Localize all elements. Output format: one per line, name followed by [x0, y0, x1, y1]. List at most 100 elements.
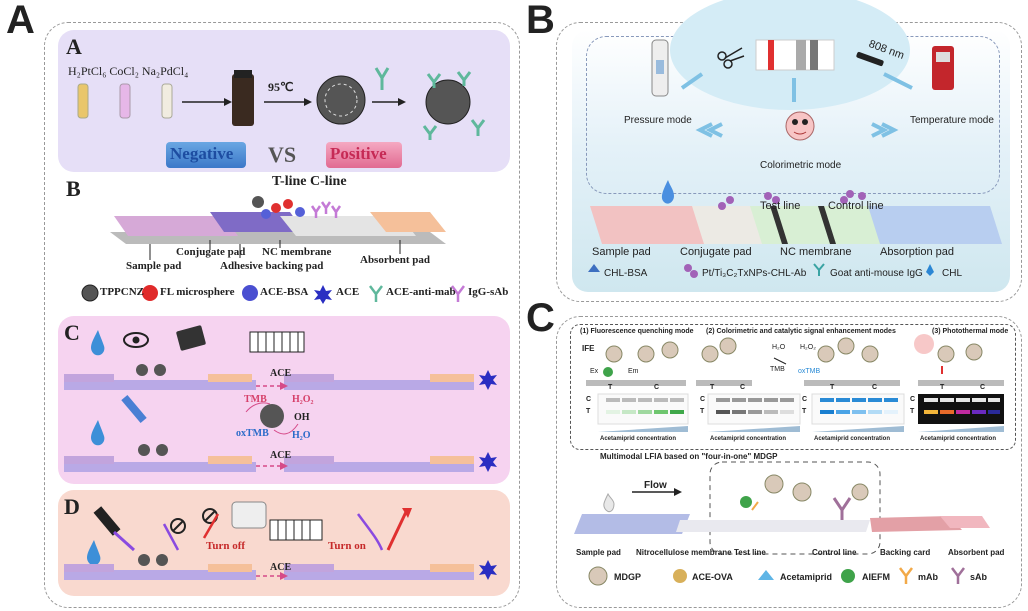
- t-label-1: T: [608, 384, 613, 391]
- absorbent-pad-label-c: Absorbent pad: [948, 548, 1005, 557]
- h2o2-label-c: H₂O₂: [800, 344, 816, 351]
- cartoon-face-icon: [785, 111, 815, 141]
- nc-membrane-label-b: NC membrane: [780, 246, 852, 258]
- vial-icon: [232, 70, 254, 126]
- h2o-label: H₂O: [292, 430, 311, 441]
- sub-d-scheme: [64, 501, 497, 580]
- droplet-icon-2: [91, 420, 105, 446]
- h2o-label-c: H₂O: [772, 344, 786, 351]
- strip-c-row-label-1: C: [586, 396, 592, 403]
- droplet-icon: [91, 330, 105, 356]
- reader-icon: [176, 325, 206, 351]
- acetamiprid-icon: [758, 570, 774, 580]
- droplet-icon-3: [87, 540, 101, 566]
- colorimetric-mode-label: Colorimetric mode: [760, 160, 842, 171]
- mab-icon: [899, 567, 913, 584]
- legend-c-ace-ova: ACE-OVA: [692, 572, 733, 582]
- conc-label-4: Acetamiprid concentration: [920, 436, 997, 442]
- t-label-4: T: [940, 384, 945, 391]
- sub-c-scheme: [64, 325, 497, 472]
- sub-a-letter: A: [66, 34, 82, 59]
- legend-c-sab: sAb: [970, 572, 988, 582]
- nitrocellulose-label: Nitrocellulose membrane: [636, 548, 732, 557]
- strip-t-row-label-2: T: [700, 408, 705, 415]
- t-label-3: T: [830, 384, 835, 391]
- strip-cassette-icon: [755, 39, 835, 71]
- tmb-label-c: TMB: [770, 366, 785, 373]
- fl-microsphere-icon: [142, 285, 158, 301]
- mode1-scheme: [586, 341, 686, 386]
- tppcnz-icon: [81, 284, 99, 302]
- legend-b-chl-bsa: CHL-BSA: [604, 268, 648, 279]
- grid-strip-icon: [249, 331, 305, 353]
- conjugate-pad-label: Conjugate pad: [176, 246, 246, 258]
- ace-icon: [314, 285, 332, 304]
- eye-icon: [123, 332, 149, 348]
- c-label-4: C: [980, 384, 986, 391]
- sub-c-letter: C: [64, 320, 80, 345]
- adhesive-backing-pad-label: Adhesive backing pad: [220, 260, 324, 272]
- mode1-label: (1) Fluorescence quenching mode: [580, 328, 694, 335]
- strip-t-row-label-4: T: [910, 408, 915, 415]
- ace-bsa-icon: [242, 285, 258, 301]
- conjugate-nanozyme-icon: [422, 71, 486, 140]
- panel-letter-c: C: [526, 296, 555, 340]
- control-line-label-b: Control line: [828, 200, 884, 212]
- sample-pad-label-c: Sample pad: [576, 548, 621, 557]
- strip-c-row-label-4: C: [910, 396, 916, 403]
- chl-bsa-icon: [588, 264, 600, 272]
- strip-c-row-label-2: C: [700, 396, 706, 403]
- temperature-mode-label: Temperature mode: [910, 115, 994, 126]
- oh-label: OH: [294, 412, 310, 423]
- conc-label-3: Acetamiprid concentration: [814, 436, 891, 442]
- pt-ti3c2-icon: [684, 264, 698, 278]
- control-line-label-c: Control line: [812, 548, 857, 557]
- panel-c-strip: [574, 461, 990, 586]
- panel-b-scheme: [588, 0, 1002, 278]
- fluorescence-reader-icon: [231, 501, 267, 529]
- backing-card-label: Backing card: [880, 548, 931, 557]
- panel-c-frame: [556, 316, 1022, 608]
- c-label-2: C: [740, 384, 746, 391]
- legend-a-fl: FL microsphere: [160, 286, 235, 298]
- pipette-icon: [121, 394, 147, 424]
- sab-icon: [951, 567, 965, 584]
- legend-b-pt: Pt/Ti₃C₂TxNPs-CHL-Ab: [702, 268, 807, 279]
- ace-arrow-label-3: ACE: [270, 562, 292, 573]
- conc-label-2: Acetamiprid concentration: [710, 436, 787, 442]
- strip-result-set-1: [597, 393, 689, 432]
- ace-arrow-label-2: ACE: [270, 450, 292, 461]
- panel-c-modes: [586, 334, 1004, 432]
- c-label-1: C: [654, 384, 660, 391]
- thermometer-icon: [932, 46, 954, 90]
- positive-badge: [326, 142, 402, 168]
- t-label-2: T: [710, 384, 715, 391]
- conc-label-1: Acetamiprid concentration: [600, 436, 677, 442]
- ace-anti-mab-icon: [369, 285, 383, 302]
- temperature-label: 95℃: [268, 80, 294, 94]
- strip-result-set-2: [707, 393, 801, 432]
- absorption-pad-label-b: Absorption pad: [880, 246, 954, 258]
- goat-anti-mouse-icon: [813, 263, 825, 276]
- nc-membrane-label: NC membrane: [262, 246, 332, 258]
- legend-c-acetamiprid: Acetamiprid: [780, 572, 833, 582]
- scissors-icon: [717, 47, 745, 69]
- t-c-line-label: T-line C-line: [272, 174, 347, 189]
- ife-label: IFE: [582, 344, 595, 353]
- flow-label: Flow: [644, 480, 667, 491]
- legend-c-mab: mAb: [918, 572, 938, 582]
- mode2-label: (2) Colorimetric and catalytic signal en…: [706, 328, 896, 335]
- h2o2-label: H₂O₂: [292, 394, 314, 405]
- absorbent-pad-label: Absorbent pad: [360, 254, 430, 266]
- em-label: Em: [628, 368, 639, 375]
- turn-on-label: Turn on: [328, 540, 366, 552]
- laser-pointer-icon: [856, 51, 884, 67]
- turn-off-label: Turn off: [206, 540, 246, 552]
- pressure-meter-icon: [651, 39, 669, 97]
- sub-b-letter: B: [66, 176, 81, 201]
- sample-pad-label: Sample pad: [126, 260, 182, 272]
- negative-label: Negative: [170, 144, 234, 163]
- legend-c-aiefm: AIEFM: [862, 572, 890, 582]
- ex-label: Ex: [590, 368, 599, 375]
- legend-a-igg-sab: IgG-sAb: [468, 286, 509, 298]
